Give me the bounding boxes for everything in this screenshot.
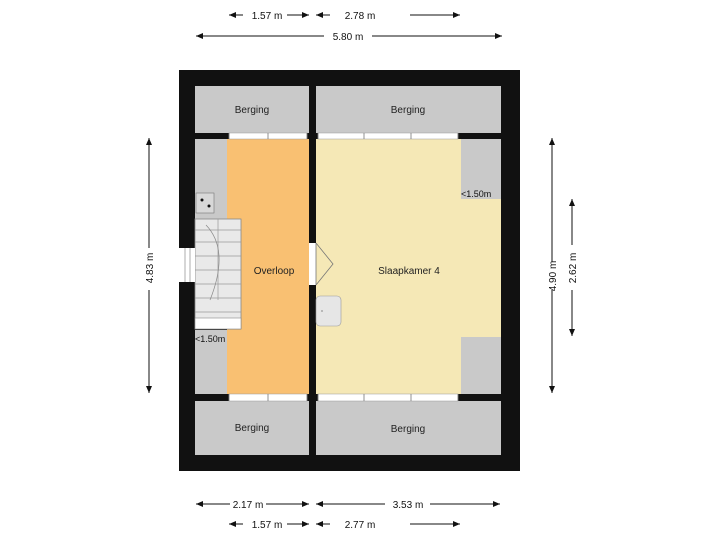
bedroom-door [309, 242, 334, 286]
height-note-bedroom: <1.50m [461, 189, 491, 199]
dim-left-height: 4.83 m [145, 253, 156, 284]
dimension-lines [146, 12, 575, 527]
height-note-landing: <1.50m [195, 334, 225, 344]
dim-bottom-left: 2.17 m [233, 500, 264, 511]
dim-top-right: 2.78 m [345, 11, 376, 22]
dim-bottom-right: 3.53 m [393, 500, 424, 511]
label-storage-bottom-left: Berging [235, 423, 269, 434]
wall-window-ticks [228, 133, 459, 401]
dim-top-total: 5.80 m [333, 32, 364, 43]
dim-right-inner: 2.62 m [568, 253, 579, 284]
storage-top-right [316, 86, 501, 133]
storage-bottom-left [195, 401, 309, 455]
dim-right-outer: 4.90 m [548, 261, 559, 292]
label-landing: Overloop [254, 266, 295, 277]
label-storage-top-right: Berging [391, 105, 425, 116]
bedroom-low-corner-bottom [461, 337, 501, 394]
landing-low-strip-bottom [195, 330, 227, 394]
bedroom-low-corner-top [461, 139, 501, 199]
staircase [194, 218, 242, 330]
label-storage-bottom-right: Berging [391, 424, 425, 435]
dim-bottom2-left: 1.57 m [252, 520, 283, 531]
storage-bottom-right [316, 401, 501, 455]
window-left [179, 248, 195, 282]
label-bedroom: Slaapkamer 4 [378, 266, 440, 277]
storage-top-left [195, 86, 309, 133]
bedroom-fixture [315, 295, 342, 327]
dim-bottom2-right: 2.77 m [345, 520, 376, 531]
small-fixture [195, 192, 215, 214]
label-storage-top-left: Berging [235, 105, 269, 116]
dim-top-left: 1.57 m [252, 11, 283, 22]
